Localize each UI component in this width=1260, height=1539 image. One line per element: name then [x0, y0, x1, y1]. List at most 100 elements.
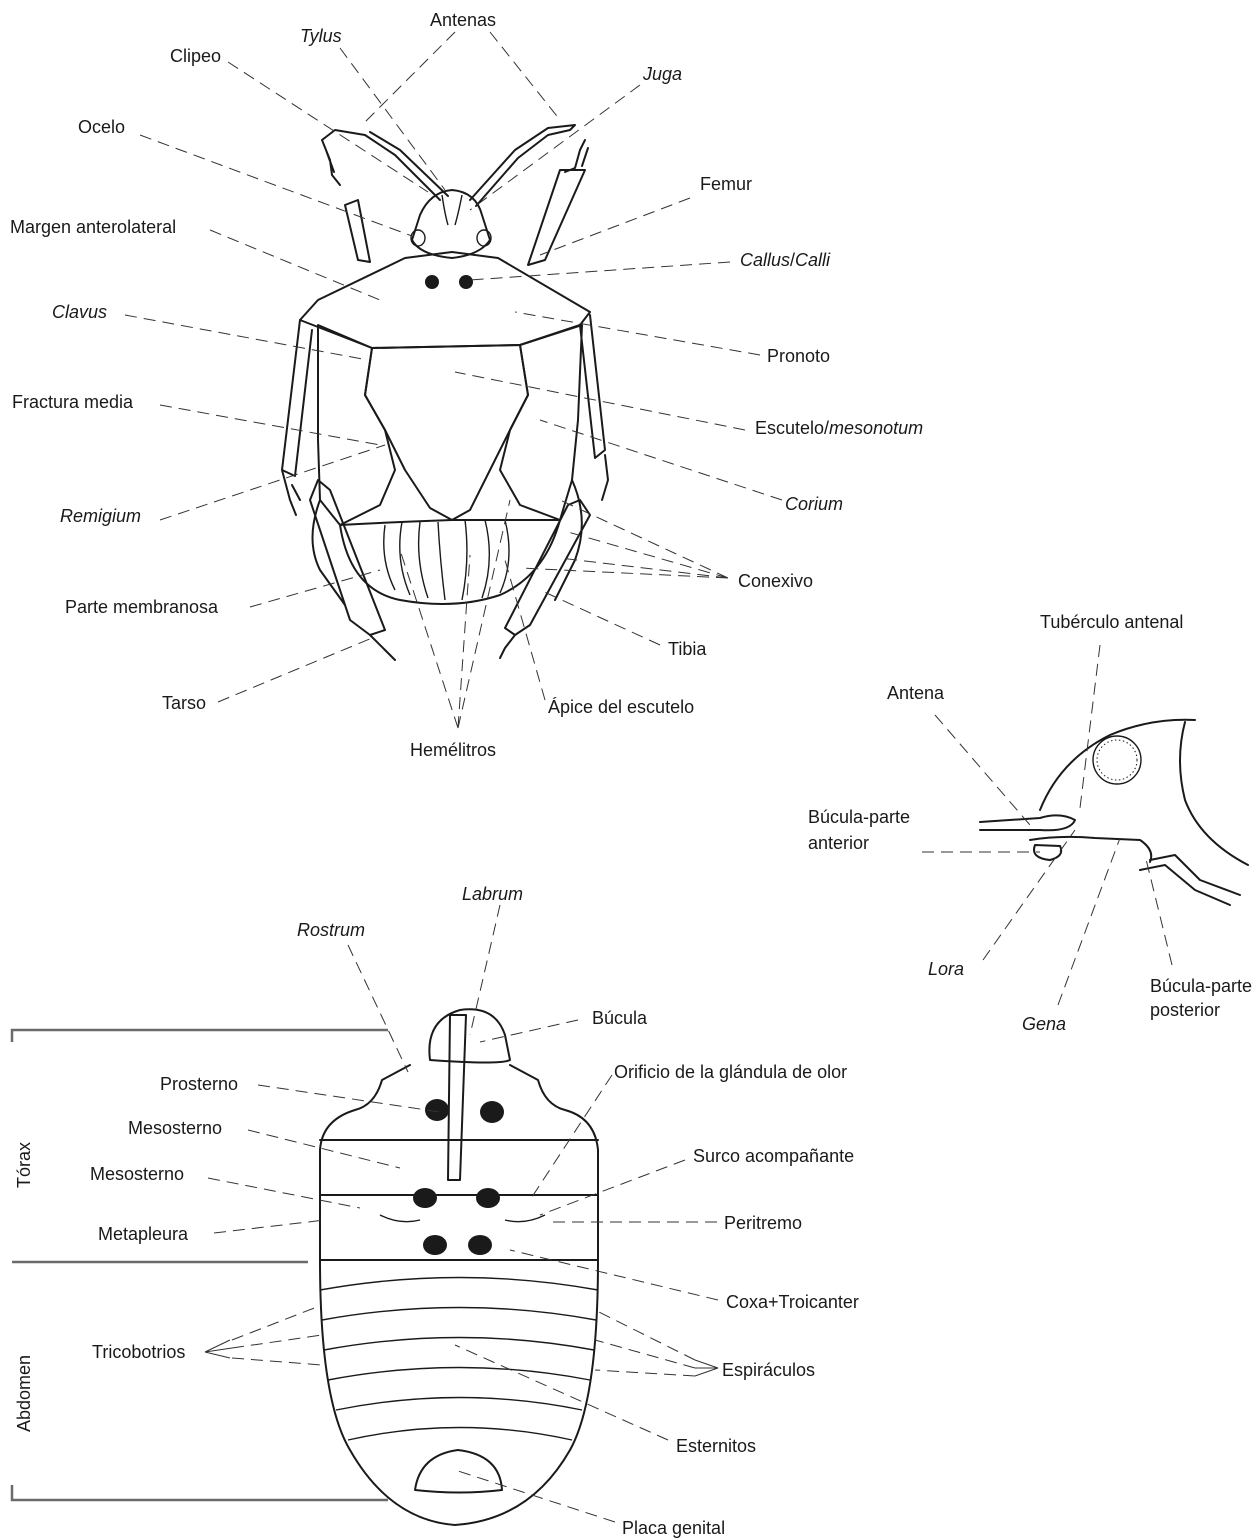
label-remigium: Remigium	[60, 506, 141, 526]
leader-fractura	[160, 405, 380, 445]
label-labrum: Labrum	[462, 884, 523, 904]
label-apice-escutelo: Ápice del escutelo	[548, 697, 694, 717]
arrow-tricobotrios	[205, 1340, 232, 1358]
tylus-lines	[442, 195, 462, 225]
leader-rostrum	[348, 945, 408, 1072]
scutellum-outline	[365, 345, 528, 520]
label-rostrum: Rostrum	[297, 920, 365, 940]
head-outline	[412, 190, 490, 258]
antenna-right-tip	[565, 140, 588, 172]
label-callus: Callus/Calli	[740, 250, 831, 270]
label-pronoto: Pronoto	[767, 346, 830, 366]
tarsus-hind-left	[370, 635, 395, 660]
label-fractura-media: Fractura media	[12, 392, 134, 412]
head-rear-outline	[1180, 722, 1248, 865]
tarsus-hind-right	[500, 635, 515, 658]
label-bucula-anterior-1: Búcula-parte	[808, 807, 910, 827]
callus-left	[425, 275, 439, 289]
leader-antena	[935, 715, 1030, 825]
leader-remigium	[160, 445, 385, 520]
leader-placa-genital	[455, 1470, 615, 1522]
label-mesosterno-1: Mesosterno	[128, 1118, 222, 1138]
leader-apice	[505, 560, 545, 700]
label-antena: Antena	[887, 683, 945, 703]
label-tarso: Tarso	[162, 693, 206, 713]
label-antenas: Antenas	[430, 10, 496, 30]
label-parte-membranosa: Parte membranosa	[65, 597, 219, 617]
label-ocelo: Ocelo	[78, 117, 125, 137]
label-mesosterno-2: Mesosterno	[90, 1164, 184, 1184]
label-femur: Femur	[700, 174, 752, 194]
label-bucula-posterior-2: posterior	[1150, 1000, 1220, 1020]
leg-mid-left	[282, 320, 312, 476]
leader-clavus	[125, 315, 368, 360]
label-conexivo: Conexivo	[738, 571, 813, 591]
leader-antenas	[362, 32, 560, 125]
coxa-3-right	[468, 1235, 492, 1255]
dorsal-view-drawing	[282, 125, 608, 660]
head-labels: Tubérculo antenal Antena Búcula-parte an…	[808, 612, 1252, 1034]
label-corium: Corium	[785, 494, 843, 514]
corium-left	[318, 325, 395, 525]
leg-front-right	[528, 170, 585, 265]
leader-metapleura	[214, 1220, 325, 1233]
pronotum-outline	[300, 252, 590, 348]
leader-tricobotrios	[232, 1305, 322, 1365]
peritreme-shapes	[380, 1215, 545, 1222]
membrane-outline	[340, 520, 560, 604]
label-clavus: Clavus	[52, 302, 107, 322]
label-gena: Gena	[1022, 1014, 1066, 1034]
leg-front-left	[345, 200, 370, 262]
leg-mid-right	[580, 315, 605, 458]
bracket-abdomen-bottom	[12, 1485, 388, 1500]
dorsal-leader-lines	[125, 32, 782, 728]
coxa-3-left	[423, 1235, 447, 1255]
arrow-espiraculos	[695, 1360, 718, 1376]
connexivum-right	[555, 480, 582, 600]
leader-tarso	[218, 638, 372, 702]
callus-right	[459, 275, 473, 289]
rostrum-lateral	[1140, 855, 1240, 905]
leader-hemelitros	[400, 500, 510, 728]
antenna-left-base	[322, 140, 340, 185]
leader-prosterno	[258, 1085, 440, 1112]
leader-lora	[983, 830, 1075, 960]
head-underside	[1030, 837, 1151, 862]
leader-espiraculos	[595, 1310, 695, 1376]
label-tricobotrios: Tricobotrios	[92, 1342, 185, 1362]
coxa-2-right	[476, 1188, 500, 1208]
ventral-head	[429, 1009, 510, 1062]
label-orificio: Orificio de la glándula de olor	[614, 1062, 847, 1082]
leader-labrum	[470, 905, 500, 1035]
label-placa-genital: Placa genital	[622, 1518, 725, 1538]
label-espiraculos: Espiráculos	[722, 1360, 815, 1380]
leader-orificio	[530, 1075, 612, 1200]
label-abdomen: Abdomen	[14, 1355, 34, 1432]
leader-membranosa	[250, 570, 380, 607]
leader-femur	[540, 198, 690, 255]
leader-mesosterno-2	[208, 1178, 360, 1208]
leader-margen	[210, 230, 380, 300]
label-bucula-anterior-2: anterior	[808, 833, 869, 853]
leader-tibia	[540, 590, 660, 645]
head-lateral-drawing	[980, 720, 1248, 905]
label-margen-anterolateral: Margen anterolateral	[10, 217, 176, 237]
label-tuberculo-antenal: Tubérculo antenal	[1040, 612, 1183, 632]
tarsus-mid-right	[602, 455, 608, 500]
ventral-labels: Labrum Rostrum Búcula Prosterno Orificio…	[14, 884, 859, 1538]
head-top-outline	[1040, 720, 1195, 810]
leader-surco	[540, 1160, 685, 1215]
compound-eye-texture	[1097, 740, 1137, 780]
leader-juga	[470, 85, 640, 210]
coxa-2-left	[413, 1188, 437, 1208]
genital-plate	[415, 1450, 502, 1493]
leader-esternitos	[455, 1345, 668, 1440]
compound-eye	[1093, 736, 1141, 784]
corium-right	[500, 325, 582, 520]
label-esternitos: Esternitos	[676, 1436, 756, 1456]
label-metapleura: Metapleura	[98, 1224, 189, 1244]
ventral-view-drawing	[320, 1009, 598, 1525]
label-juga: Juga	[642, 64, 682, 84]
